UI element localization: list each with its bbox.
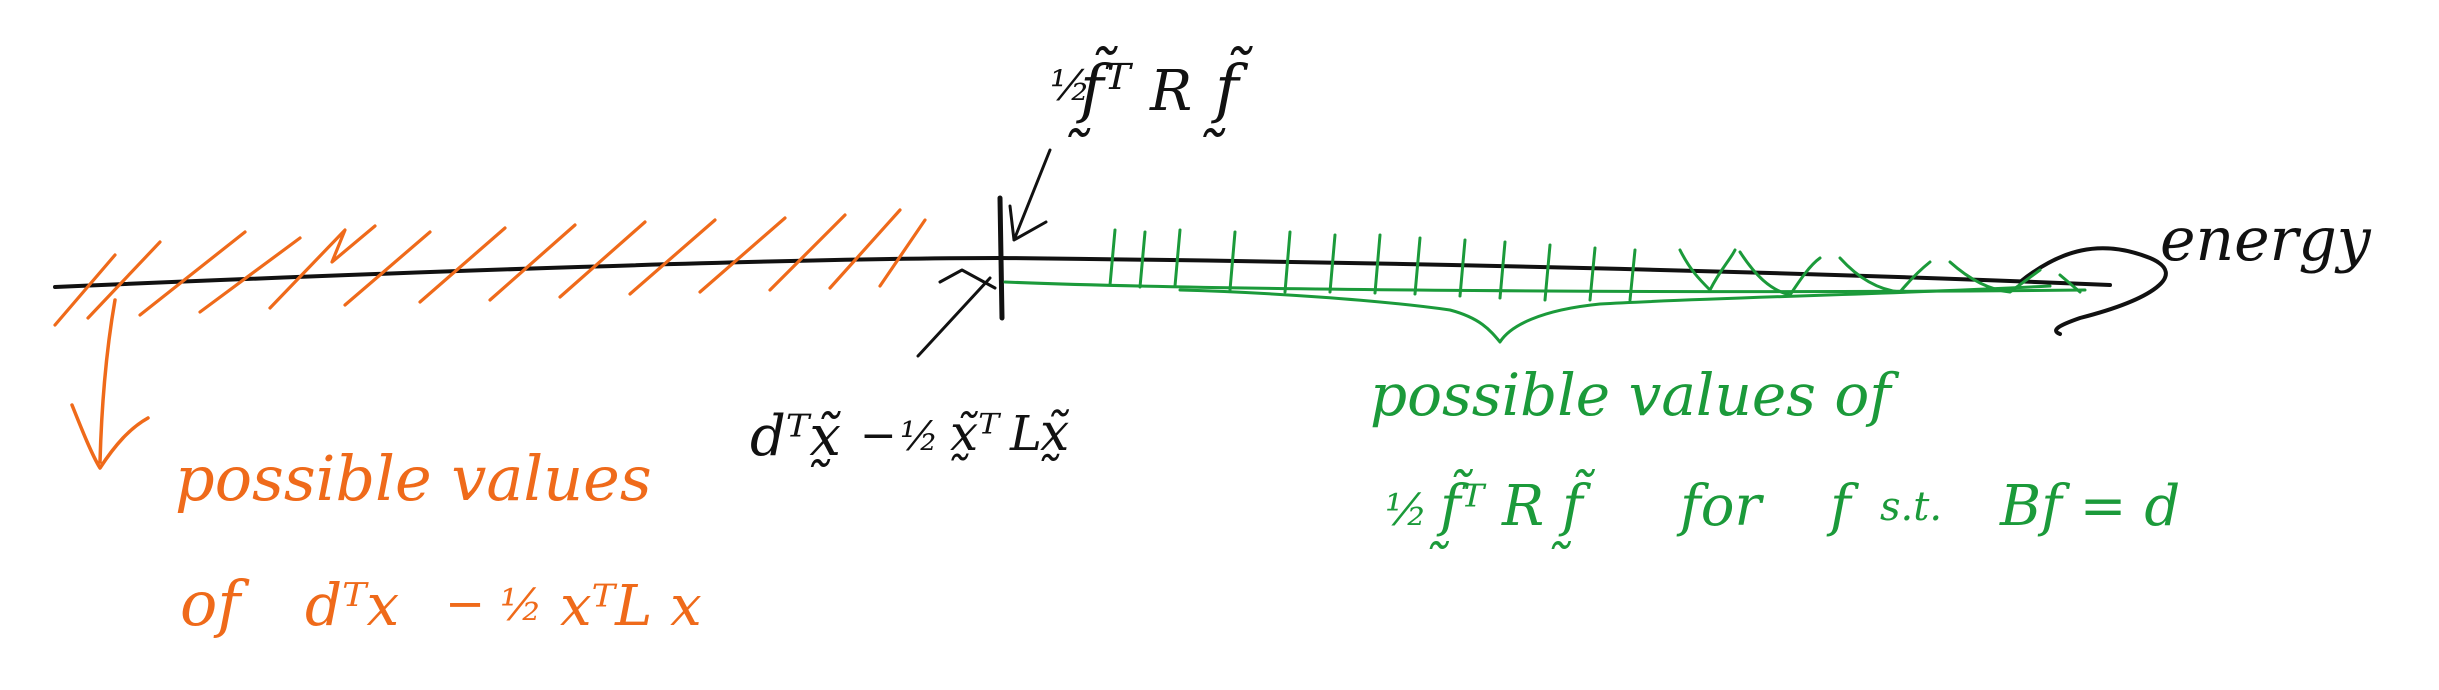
energy-axis-arrowhead: [2018, 246, 2168, 336]
orange-line2-xlx: xᵀL x: [560, 574, 702, 639]
bottom-formula: dᵀx̰̃ − ½ x̰̃ᵀ L x̰̃: [750, 403, 1070, 469]
bottom-formula-half: ½: [900, 414, 939, 460]
green-brace: [1178, 284, 2052, 344]
orange-line2-dx: dᵀx: [305, 571, 399, 639]
orange-arrow: [70, 298, 150, 470]
orange-line1: possible values: [175, 442, 652, 515]
top-formula-r: R: [1149, 59, 1192, 124]
energy-axis-line: [53, 256, 2112, 289]
bottom-formula-x-transpose: x̰̃ᵀ: [950, 404, 1001, 462]
green-line2-half: ½: [1385, 485, 1428, 536]
green-line2-st: s.t.: [1880, 484, 1942, 530]
top-formula-half: ½: [1050, 61, 1091, 110]
bottom-formula-x: x̰̃: [1040, 403, 1070, 463]
top-formula: ½ f̰̃ᵀ R f̰̃: [1050, 46, 1254, 137]
orange-line2-of: of: [180, 567, 250, 640]
orange-hatching: [53, 208, 927, 327]
boundary-tick: [997, 195, 1005, 321]
orange-line2-minus: −: [445, 576, 485, 632]
bottom-formula-l: L: [1009, 406, 1042, 462]
axis-label: energy: [2160, 205, 2372, 275]
green-line2-bfd: Bf = d: [1999, 474, 2180, 539]
green-line2-for: for: [1676, 474, 1764, 539]
bottom-formula-arrow: [916, 268, 997, 358]
green-line2-frf: f̰̃ᵀ R f̰̃: [1430, 469, 1596, 549]
orange-line2-half: ½: [500, 580, 543, 631]
bottom-formula-d-x: dᵀx̰̃: [750, 404, 841, 469]
top-formula-f-tilde: f̰̃: [1202, 46, 1253, 137]
bottom-formula-minus: −: [860, 410, 897, 461]
green-annotation: possible values of ½ f̰̃ᵀ R f̰̃ for f s.…: [1370, 361, 2180, 549]
green-line2-f: f: [1826, 474, 1860, 539]
top-formula-arrow: [1008, 148, 1052, 242]
orange-annotation: possible values of dᵀx − ½ xᵀL x: [175, 442, 702, 640]
green-line1: possible values of: [1370, 361, 1900, 429]
